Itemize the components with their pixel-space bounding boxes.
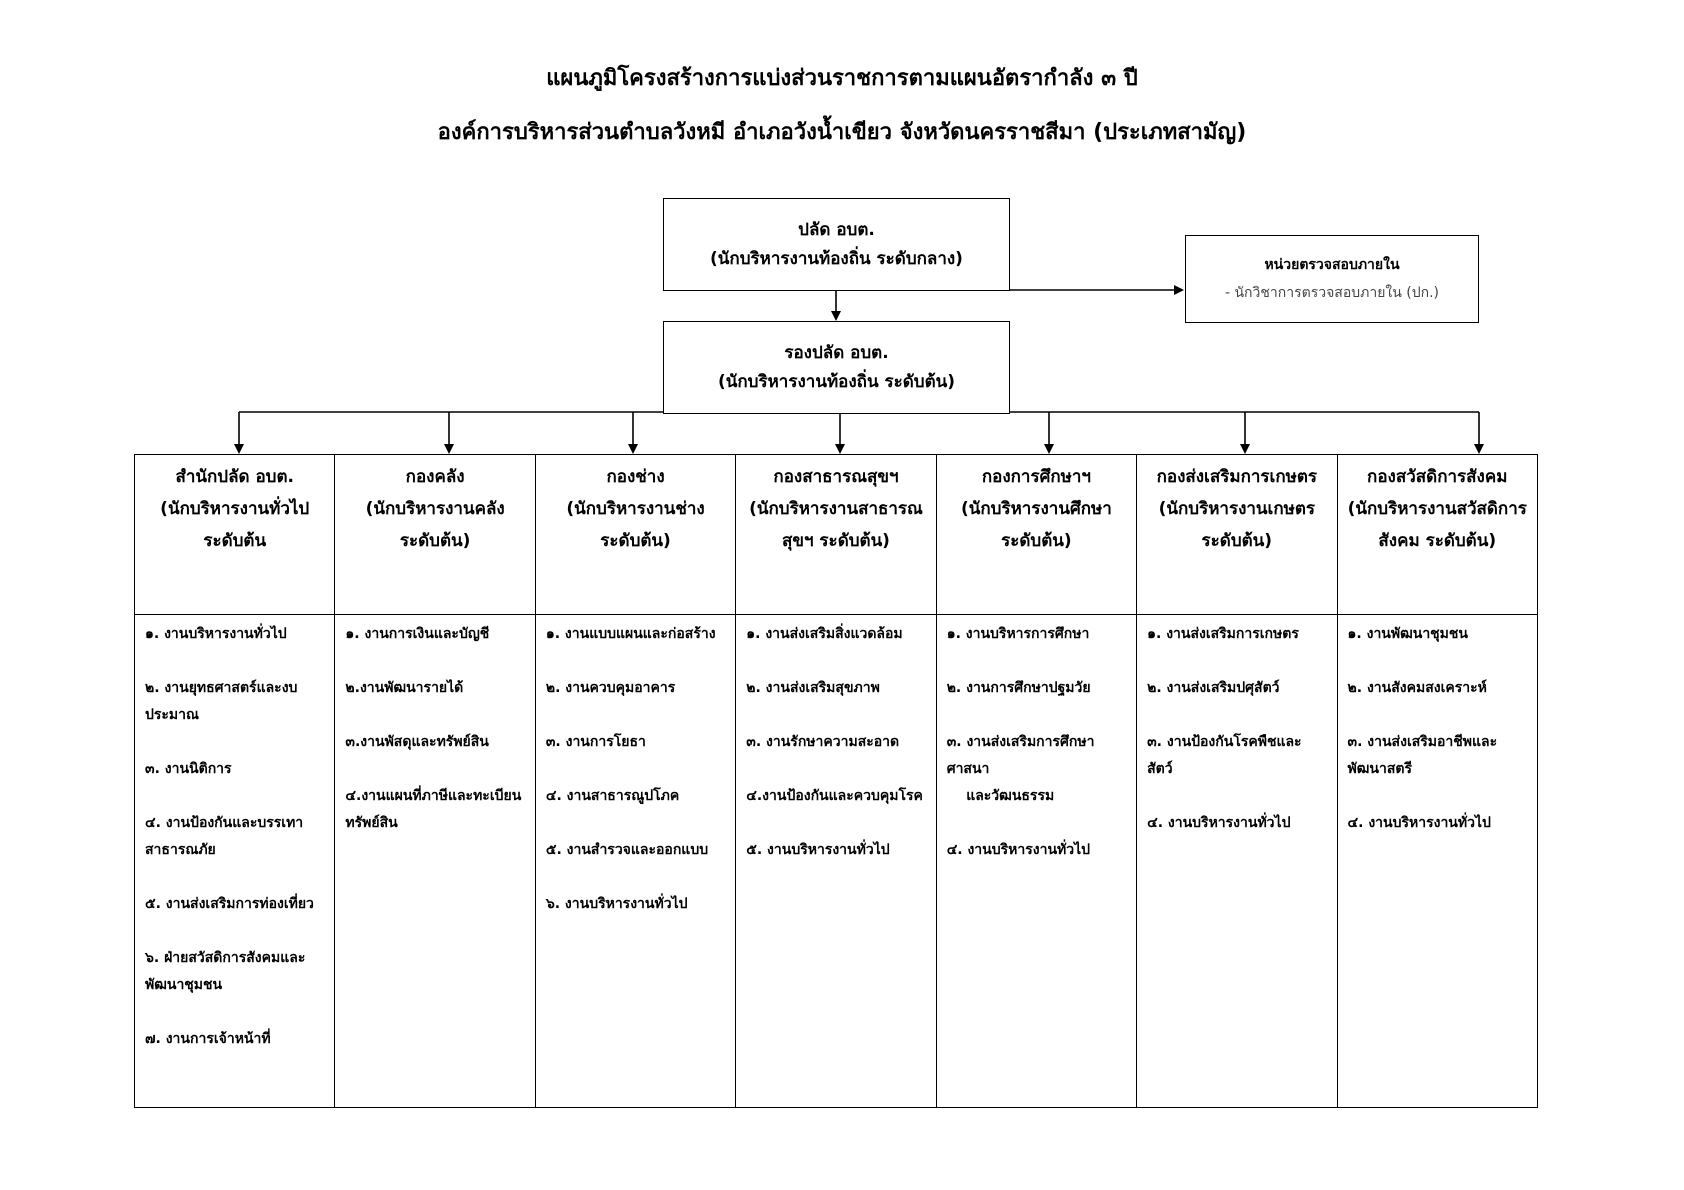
division-name: กองสวัสดิการสังคม <box>1367 467 1508 487</box>
division-header: สำนักปลัด อบต. (นักบริหารงานทั่วไป ระดับ… <box>135 455 335 615</box>
deputy-administrator-title: รองปลัด อบต. <box>784 342 889 363</box>
task-item: ๕. งานบริหารงานทั่วไป <box>746 842 890 858</box>
internal-audit-position: - นักวิชาการตรวจสอบภายใน (ปก.) <box>1224 285 1440 301</box>
task-item: ๔. งานสาธารณูปโภค <box>545 788 680 804</box>
division-column: สำนักปลัด อบต. (นักบริหารงานทั่วไป ระดับ… <box>135 455 335 1107</box>
division-header: กองสาธารณสุขฯ (นักบริหารงานสาธารณสุขฯ ระ… <box>736 455 936 615</box>
division-column: กองส่งเสริมการเกษตร (นักบริหารงานเกษตร ร… <box>1136 455 1337 1107</box>
task-item: ๑. งานแบบแผนและก่อสร้าง <box>545 626 716 642</box>
division-tasks: ๑. งานส่งเสริมสิ่งแวดล้อม ๒. งานส่งเสริม… <box>736 615 935 891</box>
task-item: ๓. งานการโยธา <box>545 734 646 750</box>
division-name: กองคลัง <box>405 467 465 487</box>
division-tasks: ๑. งานส่งเสริมการเกษตร ๒. งานส่งเสริมปศุ… <box>1137 615 1336 864</box>
task-item: ๔.งานแผนที่ภาษีและทะเบียนทรัพย์สิน <box>345 788 522 831</box>
internal-audit-title: หน่วยตรวจสอบภายใน <box>1264 257 1400 273</box>
task-item: ๓. งานป้องกันโรคพืชและสัตว์ <box>1147 734 1302 777</box>
task-item: ๔. งานป้องกันและบรรเทาสาธารณภัย <box>145 815 304 858</box>
task-item: ๓.งานพัสดุและทรัพย์สิน <box>345 734 489 750</box>
division-column: กองการศึกษาฯ (นักบริหารงานศึกษา ระดับต้น… <box>935 455 1137 1107</box>
division-tasks: ๑. งานบริหารงานทั่วไป ๒. งานยุทธศาสตร์แล… <box>135 615 334 1080</box>
task-item: ๔. งานบริหารงานทั่วไป <box>1147 815 1291 831</box>
task-item: ๒. งานยุทธศาสตร์และงบประมาณ <box>145 680 298 723</box>
task-item: ๑. งานบริหารการศึกษา <box>946 626 1090 642</box>
division-name: กองส่งเสริมการเกษตร <box>1156 467 1318 487</box>
division-tasks: ๑. งานแบบแผนและก่อสร้าง ๒. งานควบคุมอาคา… <box>536 615 735 945</box>
division-position: (นักบริหารงานสวัสดิการสังคม ระดับต้น) <box>1347 499 1527 551</box>
deputy-administrator-box: รองปลัด อบต. (นักบริหารงานท้องถิ่น ระดับ… <box>663 321 1010 414</box>
task-item: ๑. งานการเงินและบัญชี <box>345 626 490 642</box>
chart-subtitle: องค์การบริหารส่วนตำบลวังหมี อำเภอวังน้ำเ… <box>437 120 1247 145</box>
division-column: กองสาธารณสุขฯ (นักบริหารงานสาธารณสุขฯ ระ… <box>735 455 936 1107</box>
division-header: กองช่าง (นักบริหารงานช่าง ระดับต้น) <box>535 455 736 615</box>
division-header: กองคลัง (นักบริหารงานคลัง ระดับต้น) <box>335 455 535 615</box>
division-name: สำนักปลัด อบต. <box>175 467 294 487</box>
task-item: ๓. งานรักษาความสะอาด <box>746 734 900 750</box>
task-item: ๔.งานป้องกันและควบคุมโรค <box>746 788 923 804</box>
division-position: (นักบริหารงานเกษตร ระดับต้น) <box>1158 499 1316 551</box>
division-tasks: ๑. งานพัฒนาชุมชน ๒. งานสังคมสงเคราะห์ ๓.… <box>1338 615 1537 864</box>
task-item: ๑. งานส่งเสริมการเกษตร <box>1147 626 1299 642</box>
division-position: (นักบริหารงานคลัง ระดับต้น) <box>365 499 505 551</box>
task-item: ๑. งานพัฒนาชุมชน <box>1347 626 1468 642</box>
division-header: กองสวัสดิการสังคม (นักบริหารงานสวัสดิการ… <box>1337 455 1537 615</box>
division-column: กองคลัง (นักบริหารงานคลัง ระดับต้น) ๑. ง… <box>334 455 535 1107</box>
task-item: ๒. งานควบคุมอาคาร <box>545 680 676 696</box>
chief-administrator-box: ปลัด อบต. (นักบริหารงานท้องถิ่น ระดับกลา… <box>663 198 1010 291</box>
chief-administrator-position: (นักบริหารงานท้องถิ่น ระดับกลาง) <box>710 248 963 269</box>
division-position: (นักบริหารงานช่าง ระดับต้น) <box>566 499 705 551</box>
division-name: กองสาธารณสุขฯ <box>773 467 899 487</box>
division-name: กองช่าง <box>606 467 665 487</box>
task-item: ๗. งานการเจ้าหน้าที่ <box>145 1031 271 1047</box>
division-position: (นักบริหารงานสาธารณสุขฯ ระดับต้น) <box>749 499 923 551</box>
division-tasks: ๑. งานบริหารการศึกษา ๒. งานการศึกษาปฐมวั… <box>937 615 1136 891</box>
task-item: ๔. งานบริหารงานทั่วไป <box>1347 815 1491 831</box>
task-item: ๓. งานส่งเสริมการศึกษา ศาสนา และวัฒนธรรม <box>946 734 1095 804</box>
task-item: ๖. ฝ่ายสวัสดิการสังคมและพัฒนาชุมชน <box>145 950 306 993</box>
chart-title: แผนภูมิโครงสร้างการแบ่งส่วนราชการตามแผนอ… <box>546 66 1138 91</box>
task-item: ๒. งานสังคมสงเคราะห์ <box>1347 680 1487 696</box>
task-item: ๑. งานบริหารงานทั่วไป <box>145 626 287 642</box>
task-item: ๒. งานส่งเสริมปศุสัตว์ <box>1147 680 1280 696</box>
division-column: กองช่าง (นักบริหารงานช่าง ระดับต้น) ๑. ง… <box>534 455 736 1107</box>
connector-drops <box>234 412 1484 454</box>
division-name: กองการศึกษาฯ <box>981 467 1091 487</box>
task-item: ๕. งานส่งเสริมการท่องเที่ยว <box>145 896 314 912</box>
task-item: ๒. งานส่งเสริมสุขภาพ <box>746 680 880 696</box>
division-header: กองการศึกษาฯ (นักบริหารงานศึกษา ระดับต้น… <box>936 455 1137 615</box>
chief-administrator-title: ปลัด อบต. <box>798 219 875 240</box>
divisions-table: สำนักปลัด อบต. (นักบริหารงานทั่วไป ระดับ… <box>134 454 1538 1108</box>
division-position: (นักบริหารงานศึกษา ระดับต้น) <box>961 499 1112 551</box>
task-item: ๒. งานการศึกษาปฐมวัย <box>946 680 1091 696</box>
deputy-administrator-position: (นักบริหารงานท้องถิ่น ระดับต้น) <box>717 371 956 392</box>
division-tasks: ๑. งานการเงินและบัญชี ๒.งานพัฒนารายได้ ๓… <box>335 615 534 864</box>
task-item: ๒.งานพัฒนารายได้ <box>345 680 464 696</box>
task-item: ๕. งานสำรวจและออกแบบ <box>545 842 709 858</box>
division-position: (นักบริหารงานทั่วไป ระดับต้น <box>160 499 310 551</box>
task-item: ๖. งานบริหารงานทั่วไป <box>545 896 688 912</box>
task-item: ๑. งานส่งเสริมสิ่งแวดล้อม <box>746 626 903 642</box>
internal-audit-box: หน่วยตรวจสอบภายใน - นักวิชาการตรวจสอบภาย… <box>1185 235 1479 323</box>
division-column: กองสวัสดิการสังคม (นักบริหารงานสวัสดิการ… <box>1336 455 1537 1107</box>
task-item: ๓. งานนิติการ <box>145 761 232 777</box>
task-item: ๔. งานบริหารงานทั่วไป <box>946 842 1091 858</box>
division-header: กองส่งเสริมการเกษตร (นักบริหารงานเกษตร ร… <box>1137 455 1337 615</box>
task-item: ๓. งานส่งเสริมอาชีพและพัฒนาสตรี <box>1347 734 1498 777</box>
